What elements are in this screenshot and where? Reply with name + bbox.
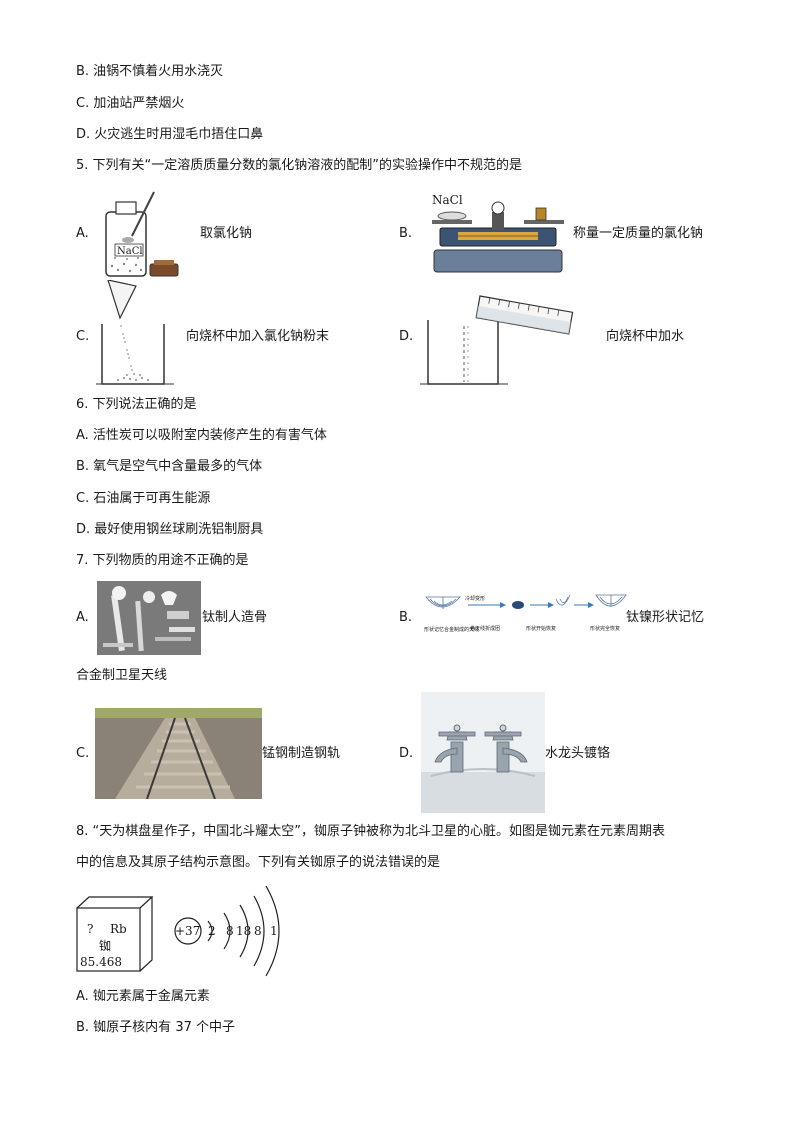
q8-atom-shell-1: 2 [208,924,216,938]
q8-atom-shell-3: 18 [236,924,252,938]
q7-b-diagram-label-4: 形状完全恢复 [590,626,621,632]
q7-c-railway-photo [95,708,262,799]
q7-b-shape-memory-antenna-diagram [425,594,627,609]
q7-d-letter: D. [399,746,414,761]
q5-c-beaker-powder-picture [96,280,174,385]
q4-option-d: D. 火灾逃生时用湿毛巾捂住口鼻 [76,127,264,142]
q7-b-text: 钛镍形状记忆 [626,610,705,625]
q8-stem-line-2: 中的信息及其原子结构示意图。下列有关铷原子的说法错误的是 [76,855,441,870]
q5-c-letter: C. [76,329,90,344]
q5-c-text: 向烧杯中加入氯化钠粉末 [186,329,330,344]
q8-stem-line-1: 8. “天为棋盘星作子，中国北斗耀太空”，铷原子钟被称为北斗卫星的心脏。如图是铷… [76,824,666,839]
q7-a-artificial-bone-photo [97,581,201,655]
q5-b-text: 称量一定质量的氯化钠 [573,226,704,241]
q7-c-text: 锰钢制造钢轨 [262,746,341,761]
q5-b-balance-picture [432,201,564,273]
q6-option-c: C. 石油属于可再生能源 [76,491,211,506]
q7-a-text: 钛制人造骨 [202,610,268,625]
q5-a-letter: A. [76,226,89,241]
q7-stem: 7. 下列物质的用途不正确的是 [76,553,249,568]
q8-element-cell-box [76,896,154,972]
q8-atom-shell-4: 8 [254,924,262,938]
q7-b-arrow-label: 冷却变形 [465,596,486,602]
q5-b-letter: B. [399,226,413,241]
q8-atom-shell-5: 1 [270,924,278,938]
q6-option-d: D. 最好使用钢丝球刷洗铝制厨具 [76,522,264,537]
q7-d-faucet-photo [421,692,545,813]
q7-a-letter: A. [76,610,89,625]
q8-element-symbol: Rb [110,922,127,936]
q7-b-diagram-label-2: 卷天线折成团 [470,626,501,632]
q8-element-atomic-number: ? [87,922,94,936]
q7-b-letter: B. [399,610,413,625]
q5-a-bottle-label: NaCl [117,246,143,257]
q7-b-diagram-label-1: 形状记忆合金制成的天线 [424,627,480,633]
q6-option-b: B. 氧气是空气中含量最多的气体 [76,459,263,474]
q8-element-mass: 85.468 [80,955,122,969]
q4-option-b: B. 油锅不慎着火用水浇灭 [76,64,224,79]
q4-option-c: C. 加油站严禁烟火 [76,96,185,111]
q5-a-reagent-bottle-picture [105,191,179,277]
q7-b-text-continued: 合金制卫星天线 [76,668,168,683]
q8-atom-shell-2: 8 [226,924,234,938]
q7-c-letter: C. [76,746,90,761]
q6-option-a: A. 活性炭可以吸附室内装修产生的有害气体 [76,428,327,443]
q5-stem: 5. 下列有关“一定溶质质量分数的氯化钠溶液的配制”的实验操作中不规范的是 [76,158,523,173]
q5-d-cylinder-pouring-picture [420,295,574,385]
q8-option-a: A. 铷元素属于金属元素 [76,989,210,1004]
q5-d-text: 向烧杯中加水 [606,329,685,344]
q8-atom-nucleus-charge: +37 [175,924,201,938]
q5-d-letter: D. [399,329,414,344]
q5-a-text: 取氯化钠 [200,226,253,241]
q8-element-name: 铷 [99,939,112,953]
q8-atom-structure-diagram [174,885,280,977]
q8-option-b: B. 铷原子核内有 37 个中子 [76,1020,235,1035]
q5-b-pan-label: NaCl [432,193,463,207]
q7-d-text: 水龙头镀铬 [545,746,611,761]
q6-stem: 6. 下列说法正确的是 [76,397,197,412]
q7-b-diagram-label-3: 形状开始恢复 [526,626,557,632]
